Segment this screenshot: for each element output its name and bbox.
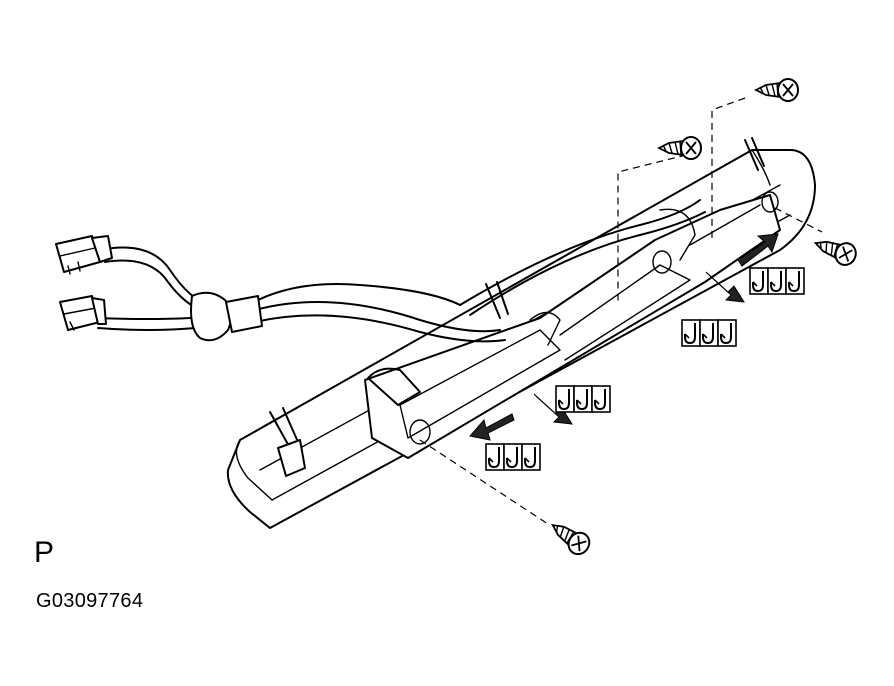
clip-hook-icon — [749, 267, 769, 295]
mounting-stud-left — [269, 407, 306, 477]
screw-guide-lines — [419, 97, 823, 525]
connector-upper — [55, 235, 113, 275]
view-letter: P — [34, 536, 55, 569]
clip-hook-icon — [503, 443, 523, 471]
clip-group-center — [555, 385, 611, 413]
clip-group-lower — [485, 443, 541, 471]
clip-hook-icon — [717, 319, 737, 347]
clip-hook-icon — [785, 267, 805, 295]
wire-harness — [94, 199, 706, 343]
mounting-stud-right — [744, 137, 765, 171]
clip-hook-icon — [699, 319, 719, 347]
direction-arrow-icon — [737, 233, 779, 267]
clip-hook-icon — [573, 385, 593, 413]
screw-icon — [810, 231, 860, 269]
connector-lower — [59, 295, 107, 331]
screw-icon — [755, 78, 799, 102]
figure-code: G03097764 — [36, 590, 144, 612]
license-light-bracket — [364, 191, 781, 459]
direction-arrow-icon — [469, 413, 515, 441]
clip-hook-icon — [555, 385, 575, 413]
clip-hook-icon — [485, 443, 505, 471]
clip-hook-icon — [521, 443, 541, 471]
clip-group-middle-right — [681, 319, 737, 347]
clip-hook-icon — [591, 385, 611, 413]
screw-icon — [658, 136, 702, 160]
clip-group-upper-right — [749, 267, 805, 295]
screw-icon — [545, 515, 595, 560]
direction-arrow-icon — [533, 393, 573, 425]
clip-hook-icon — [767, 267, 787, 295]
direction-arrow-icon — [705, 271, 745, 303]
clip-hook-icon — [681, 319, 701, 347]
